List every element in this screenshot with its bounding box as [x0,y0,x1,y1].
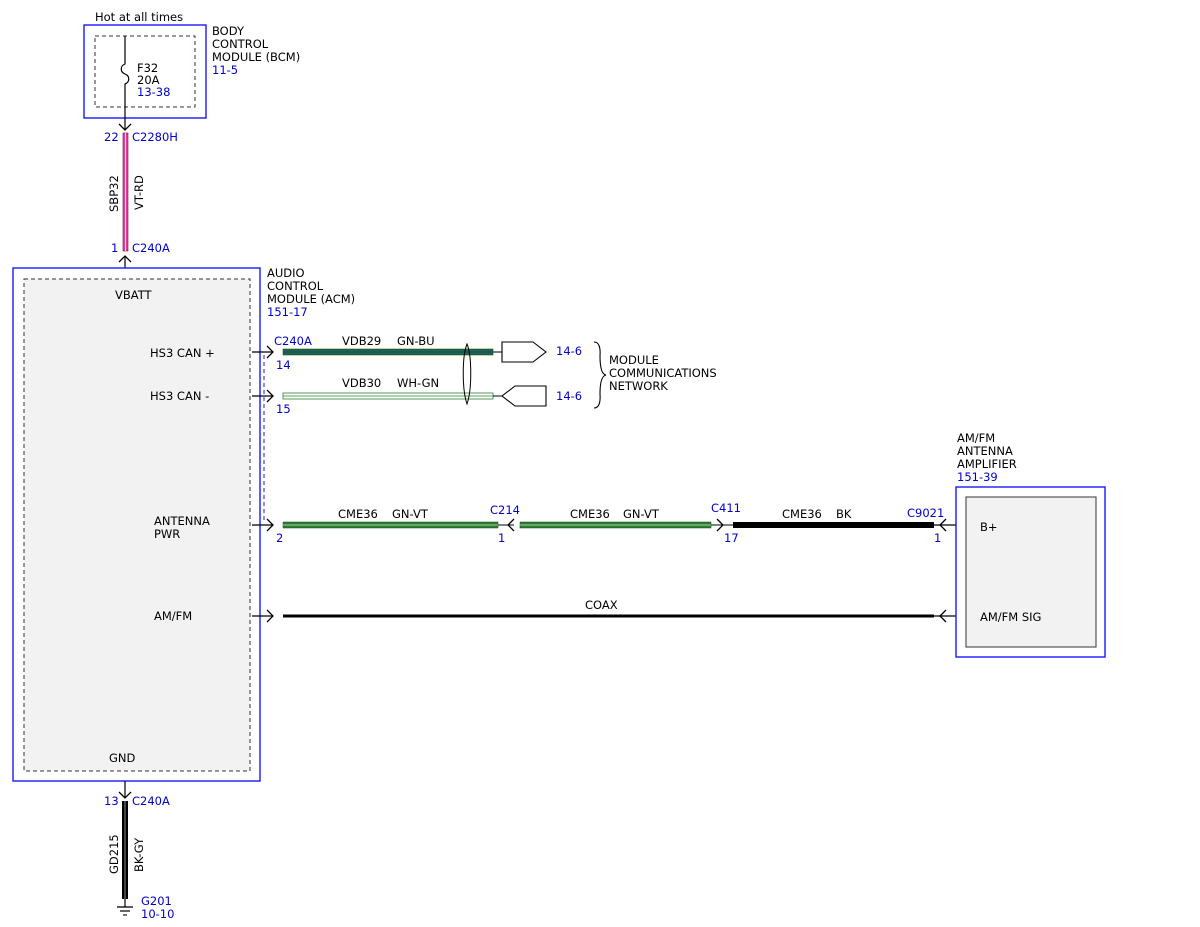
network-label-line3: NETWORK [609,379,668,393]
c9021-pin-number: 1 [934,531,941,545]
can-plus-ref-link[interactable]: 14-6 [556,344,582,358]
amp-pin-amfm-sig: AM/FM SIG [980,610,1041,624]
c411-pin-number: 17 [724,531,739,545]
amfm-pin-icon [266,609,274,623]
power-circuit-label: SBP32 [107,175,121,212]
acm-module [12,267,265,782]
hot-at-all-times-label: Hot at all times [95,10,183,24]
can-minus-network-connector-icon [501,385,547,407]
fuse-icon [120,36,130,130]
can-plus-circuit-label: VDB29 [342,334,381,348]
bcm-ref-link[interactable]: 11-5 [212,63,238,77]
acm-pin-antenna-line1: ANTENNA [154,514,210,528]
seg2-circuit-label: CME36 [570,507,610,521]
c214-connector-label[interactable]: C214 [490,503,520,517]
c214-pin-number: 1 [498,531,505,545]
power-top-pin: 22 [104,130,119,144]
acm-pin-antenna-line2: PWR [154,527,180,541]
seg1-color-label: GN-VT [392,507,429,521]
acm-name-line3: MODULE (ACM) [267,292,355,306]
acm-pin-gnd: GND [109,751,136,765]
power-feed-wire [118,123,132,268]
acm-name-line1: AUDIO [267,266,305,280]
seg3-color-label: BK [836,507,852,521]
bcm-name-line1: BODY [212,24,245,38]
ground-wire [117,781,133,916]
power-wire-color-label: VT-RD [132,175,146,210]
hs3-plus-pin-icon [266,345,274,359]
amp-name-line1: AM/FM [957,431,995,445]
power-bottom-pin: 1 [111,241,118,255]
coax-label: COAX [585,598,618,612]
c2280h-connector-label[interactable]: C2280H [132,130,178,144]
network-label-line2: COMMUNICATIONS [609,366,717,380]
seg3-circuit-label: CME36 [782,507,822,521]
amp-name-line2: ANTENNA [957,444,1013,458]
acm-inner-box [23,278,251,772]
fuse-name: F32 [137,61,158,75]
can-plus-pin-number: 14 [276,358,291,372]
bcm-fuse-box [94,35,196,108]
acm-name-line2: CONTROL [267,279,324,293]
gnd-pin-icon [118,791,132,799]
seg2-color-label: GN-VT [623,507,660,521]
can-minus-color-label: WH-GN [397,376,439,390]
acm-pin-hs3-can-plus: HS3 CAN + [150,346,215,360]
bk-wire-seg3 [733,522,934,528]
acm-pin-amfm: AM/FM [154,609,192,623]
can-minus-circuit-label: VDB30 [342,376,381,390]
bcm-box [83,24,207,119]
c240a-connector-label-top[interactable]: C240A [132,241,170,255]
seg1-circuit-label: CME36 [338,507,378,521]
antenna-pwr-pin-number: 2 [276,531,283,545]
amp-name-line3: AMPLIFIER [957,457,1017,471]
can-minus-ref-link[interactable]: 14-6 [556,389,582,403]
can-plus-network-connector-icon [501,341,547,363]
c2280h-pin-icon [118,123,132,131]
fuse-rating: 20A [137,73,160,87]
c240a-gnd-connector-label[interactable]: C240A [132,794,170,808]
c9021-connector-label[interactable]: C9021 [907,506,944,520]
twisted-pair-icon [462,342,472,406]
gnd-wire-color-label: BK-GY [132,837,146,872]
amp-module [955,486,1106,658]
antenna-pwr-pin-icon [266,518,274,532]
can-bus-wires [252,341,607,409]
acm-pin-hs3-can-minus: HS3 CAN - [150,389,209,403]
bcm-name-line2: CONTROL [212,37,269,51]
fuse-ref-link[interactable]: 13-38 [137,85,170,99]
gnd-pin-number: 13 [104,794,119,808]
antenna-power-wires [252,518,966,532]
hs3-minus-pin-icon [266,389,274,403]
amp-inner-box [965,496,1097,648]
c411-connector-label[interactable]: C411 [711,501,741,515]
amp-pin-bplus: B+ [980,520,998,534]
bcm-module [83,24,207,130]
gnd-circuit-label: GD215 [107,834,121,874]
can-plus-color-label: GN-BU [397,334,435,348]
network-brace-icon [593,341,607,409]
amp-ref-link[interactable]: 151-39 [957,470,998,484]
network-label-line1: MODULE [609,353,659,367]
ground-ref-link[interactable]: 10-10 [141,907,174,921]
can-minus-pin-number: 15 [276,402,291,416]
bcm-name-line3: MODULE (BCM) [212,50,300,64]
acm-pin-vbatt: VBATT [115,288,153,302]
g201-ground-label[interactable]: G201 [141,894,172,908]
acm-ref-link[interactable]: 151-17 [267,305,308,319]
c240a-can-connector-label[interactable]: C240A [274,334,312,348]
